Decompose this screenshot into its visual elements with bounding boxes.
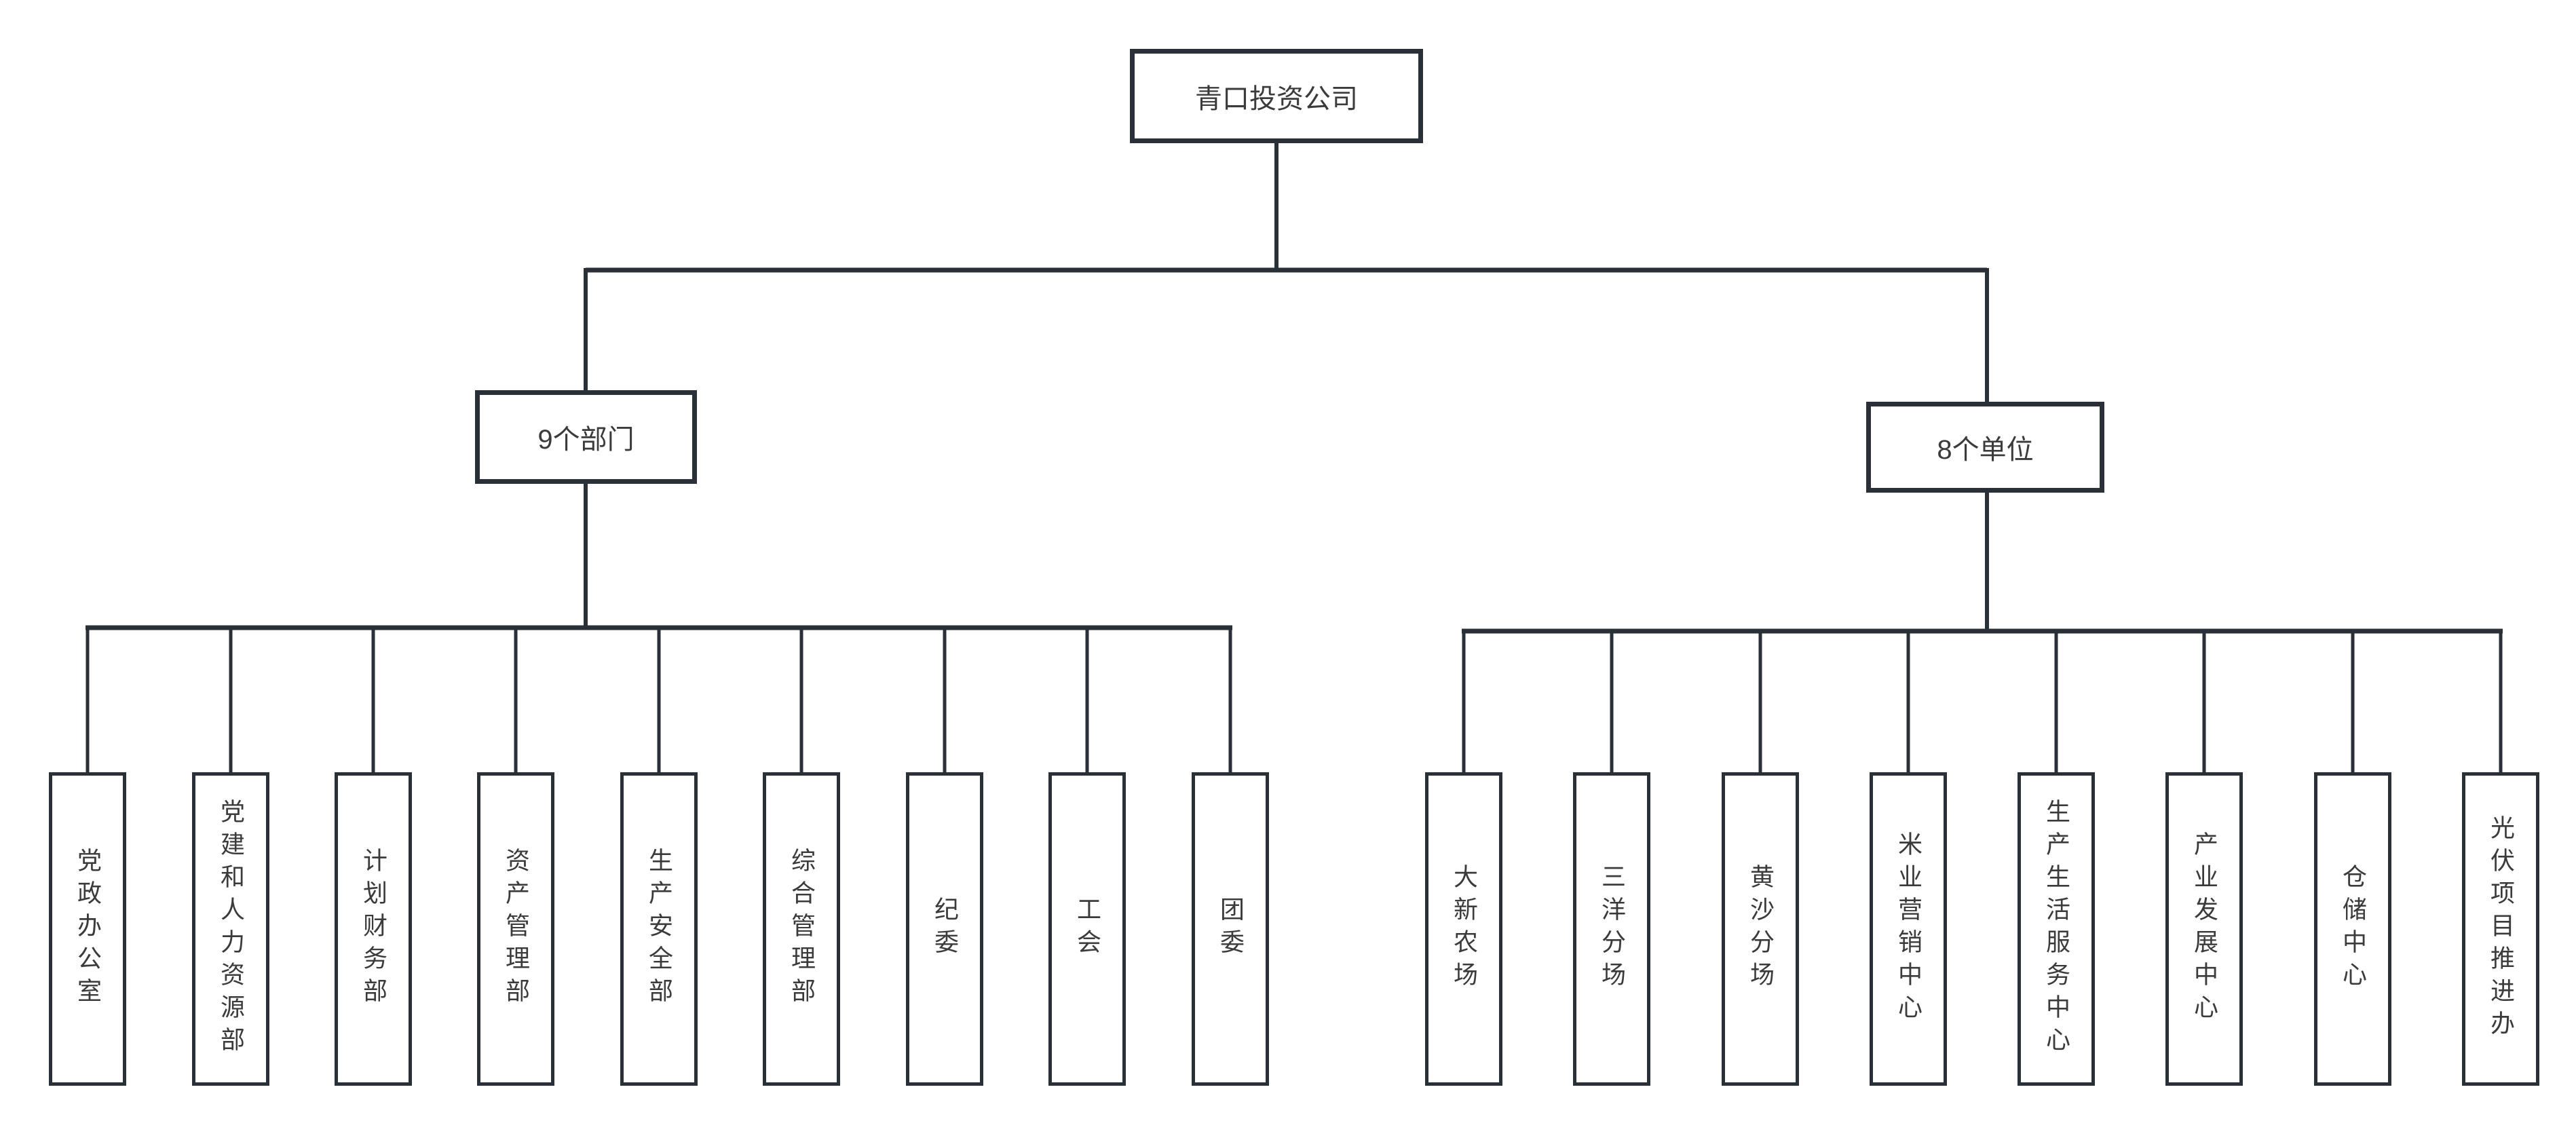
org-node-leaf: 产业发展中心 [2165,772,2243,1086]
org-node-leaf: 党政办公室 [49,772,126,1086]
leaf-label: 仓储中心 [2339,864,2367,994]
leaf-label: 纪委 [931,896,959,962]
leaf-label: 综合管理部 [788,848,816,1010]
org-node-leaf: 三洋分场 [1573,772,1650,1086]
leaf-label: 大新农场 [1450,864,1478,994]
org-node-leaf: 仓储中心 [2314,772,2391,1086]
branch-units-label: 8个单位 [1937,435,2034,465]
org-node-leaf: 党建和人力资源部 [192,772,269,1086]
branch-departments-label: 9个部门 [537,425,634,455]
org-node-root-label: 青口投资公司 [1195,83,1358,114]
leaf-label: 生产生活服务中心 [2043,799,2070,1059]
leaf-label: 计划财务部 [360,848,387,1010]
org-node-leaf: 纪委 [906,772,983,1086]
org-node-leaf: 大新农场 [1425,772,1502,1086]
org-node-root: 青口投资公司 [1130,49,1423,143]
leaf-label: 三洋分场 [1598,864,1626,994]
org-node-leaf: 米业营销中心 [1870,772,1947,1086]
leaf-label: 党政办公室 [74,848,102,1010]
leaf-label: 光伏项目推进办 [2487,815,2515,1043]
leaf-label: 米业营销中心 [1895,831,1922,1027]
leaf-label: 生产安全部 [645,848,673,1010]
org-node-leaf: 工会 [1048,772,1126,1086]
org-node-leaf: 计划财务部 [335,772,412,1086]
org-node-leaf: 光伏项目推进办 [2462,772,2539,1086]
org-node-leaf: 生产安全部 [620,772,698,1086]
leaf-label: 黄沙分场 [1747,864,1775,994]
org-node-leaf: 生产生活服务中心 [2018,772,2095,1086]
org-node-leaf: 综合管理部 [763,772,840,1086]
leaf-label: 团委 [1217,896,1245,962]
leaf-label: 工会 [1074,896,1101,962]
org-node-leaf: 黄沙分场 [1722,772,1799,1086]
org-node-branch-departments: 9个部门 [475,390,697,484]
leaf-label: 产业发展中心 [2191,831,2218,1027]
org-node-leaf: 资产管理部 [477,772,554,1086]
org-node-leaf: 团委 [1192,772,1269,1086]
leaf-label: 资产管理部 [502,848,530,1010]
org-node-branch-units: 8个单位 [1866,402,2104,493]
leaf-label: 党建和人力资源部 [217,799,245,1059]
